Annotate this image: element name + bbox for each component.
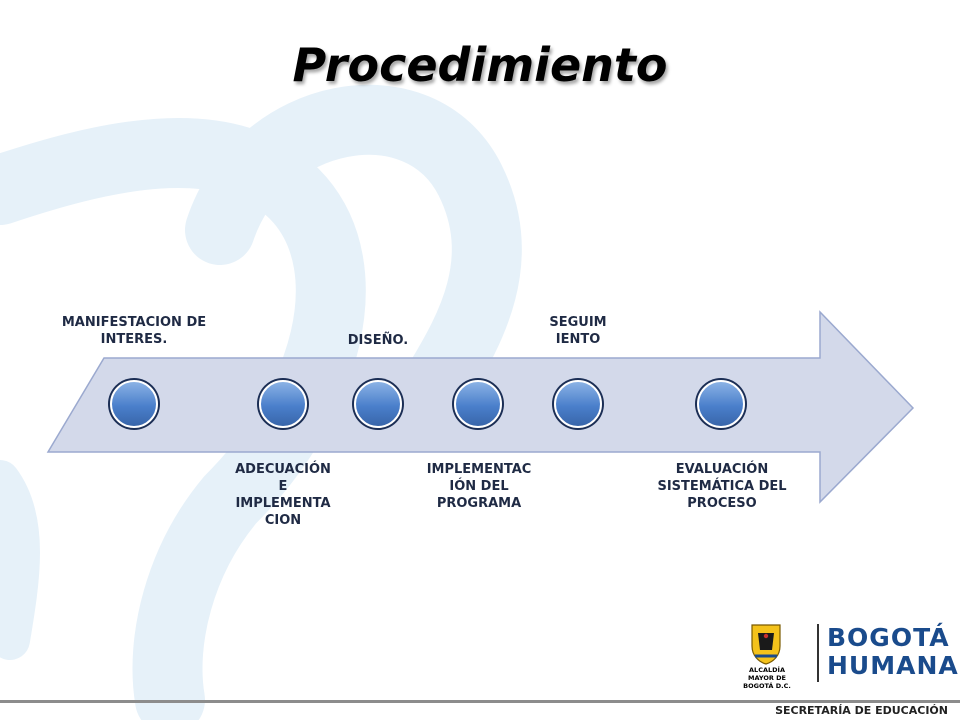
step-label-evaluacion: EVALUACIÓN SISTEMÁTICA DEL PROCESO [657, 462, 787, 511]
institution-logos: ALCALDÍA MAYOR DE BOGOTÁ D.C. BOGOTÁ HUM… [735, 618, 958, 691]
step-label-diseno: DISEÑO. [347, 333, 409, 348]
step-label-implementacion: IMPLEMENTAC IÓN DEL PROGRAMA [426, 462, 532, 511]
step-node [257, 378, 309, 430]
step-node [452, 378, 504, 430]
footer-divider [0, 700, 960, 703]
step-node [108, 378, 160, 430]
alcaldia-logo-text: ALCALDÍA MAYOR DE BOGOTÁ D.C. [743, 666, 791, 690]
step-node [352, 378, 404, 430]
footer-organization: SECRETARÍA DE EDUCACIÓN [775, 704, 948, 717]
step-node [695, 378, 747, 430]
brand-logo-line1: BOGOTÁ [827, 623, 950, 652]
step-label-seguimiento: SEGUIM IENTO [549, 315, 607, 347]
bogota-crest-icon [751, 624, 781, 665]
logo-divider [817, 624, 819, 682]
brand-logo-line2: HUMANA [827, 651, 959, 680]
step-label-adecuacion: ADECUACIÓN E IMPLEMENTA CION [235, 462, 331, 528]
page-title: Procedimiento [292, 38, 668, 92]
step-node [552, 378, 604, 430]
step-label-manifestacion: MANIFESTACION DE INTERES. [61, 315, 207, 347]
